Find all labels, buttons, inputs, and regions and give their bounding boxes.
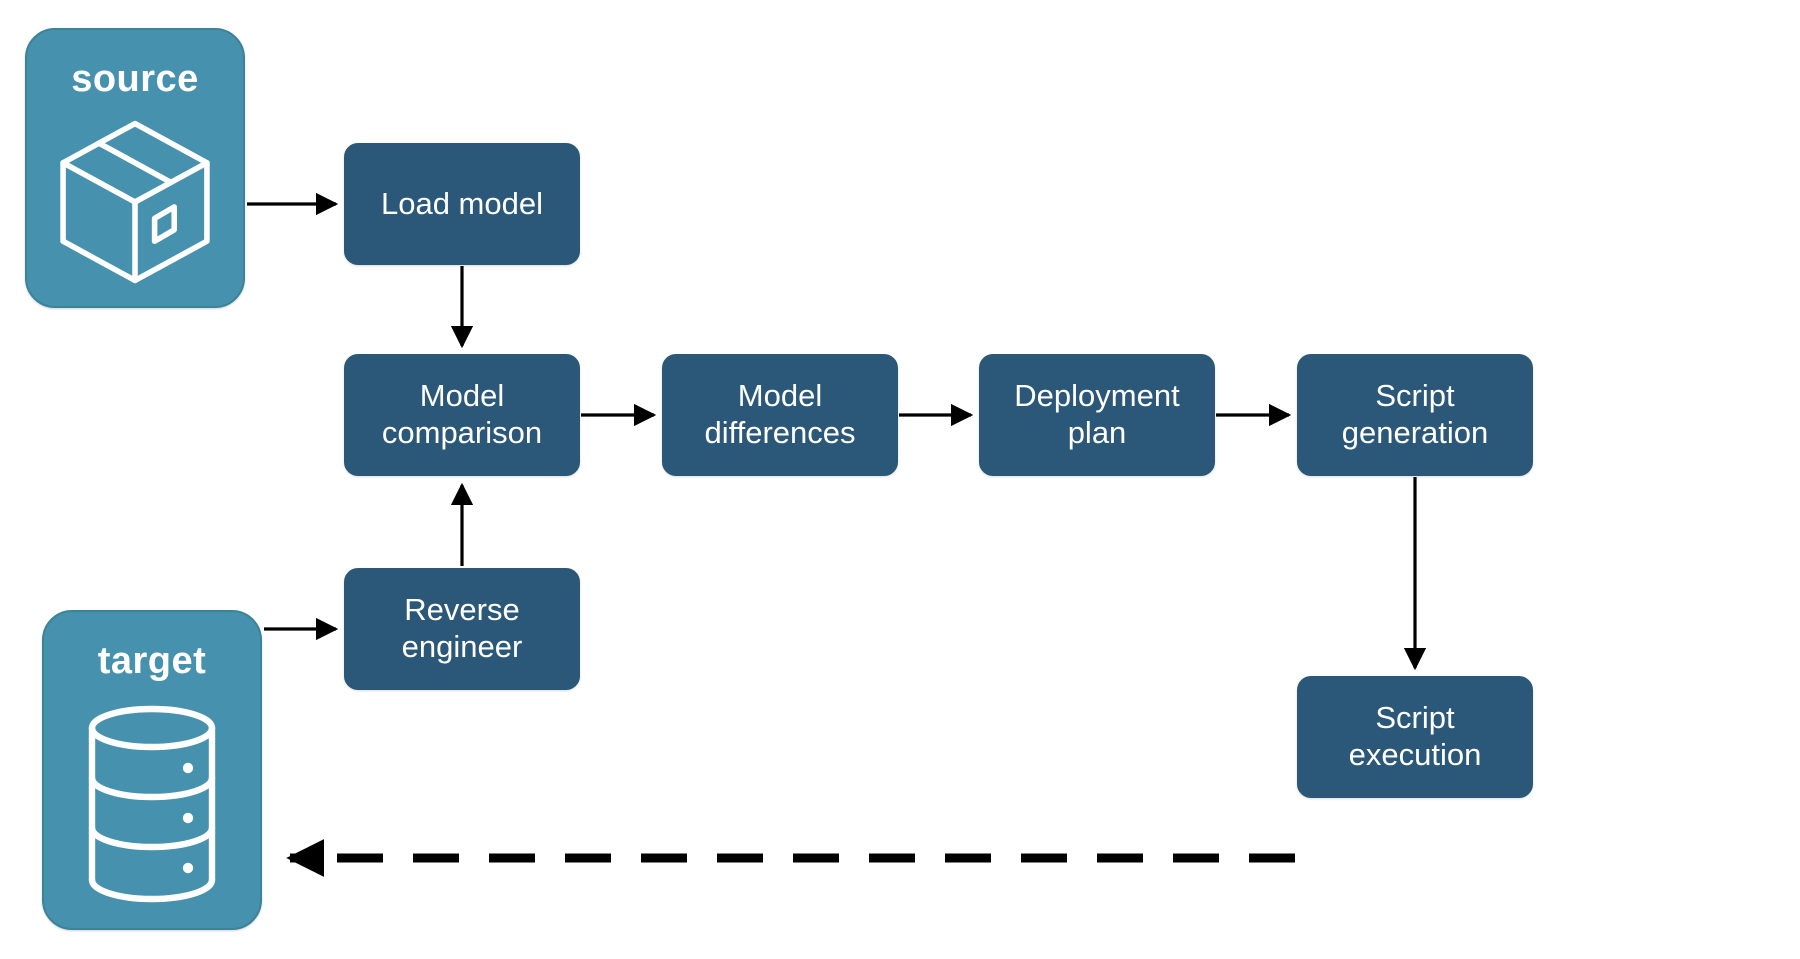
package-box-icon xyxy=(27,98,243,306)
node-script-execution-label: Script execution xyxy=(1348,700,1482,772)
node-load-model[interactable]: Load model xyxy=(344,143,580,265)
node-load-model-label: Load model xyxy=(380,185,543,221)
node-reverse-engineer-label: Reverse engineer xyxy=(401,592,523,664)
node-deployment-plan[interactable]: Deployment plan xyxy=(979,354,1215,476)
node-model-comparison[interactable]: Model comparison xyxy=(344,354,580,476)
endpoint-target-label: target xyxy=(97,640,207,682)
node-deployment-plan-label: Deployment plan xyxy=(1014,378,1180,450)
endpoint-target[interactable]: target xyxy=(42,610,262,930)
node-model-comparison-label: Model comparison xyxy=(381,378,543,450)
node-script-execution[interactable]: Script execution xyxy=(1297,676,1533,798)
node-script-generation-label: Script generation xyxy=(1341,378,1489,450)
database-cylinder-icon xyxy=(44,680,260,928)
node-reverse-engineer[interactable]: Reverse engineer xyxy=(344,568,580,690)
node-model-differences-label: Model differences xyxy=(704,378,856,450)
node-model-differences[interactable]: Model differences xyxy=(662,354,898,476)
node-script-generation[interactable]: Script generation xyxy=(1297,354,1533,476)
endpoint-source-label: source xyxy=(71,58,199,100)
endpoint-source[interactable]: source xyxy=(25,28,245,308)
